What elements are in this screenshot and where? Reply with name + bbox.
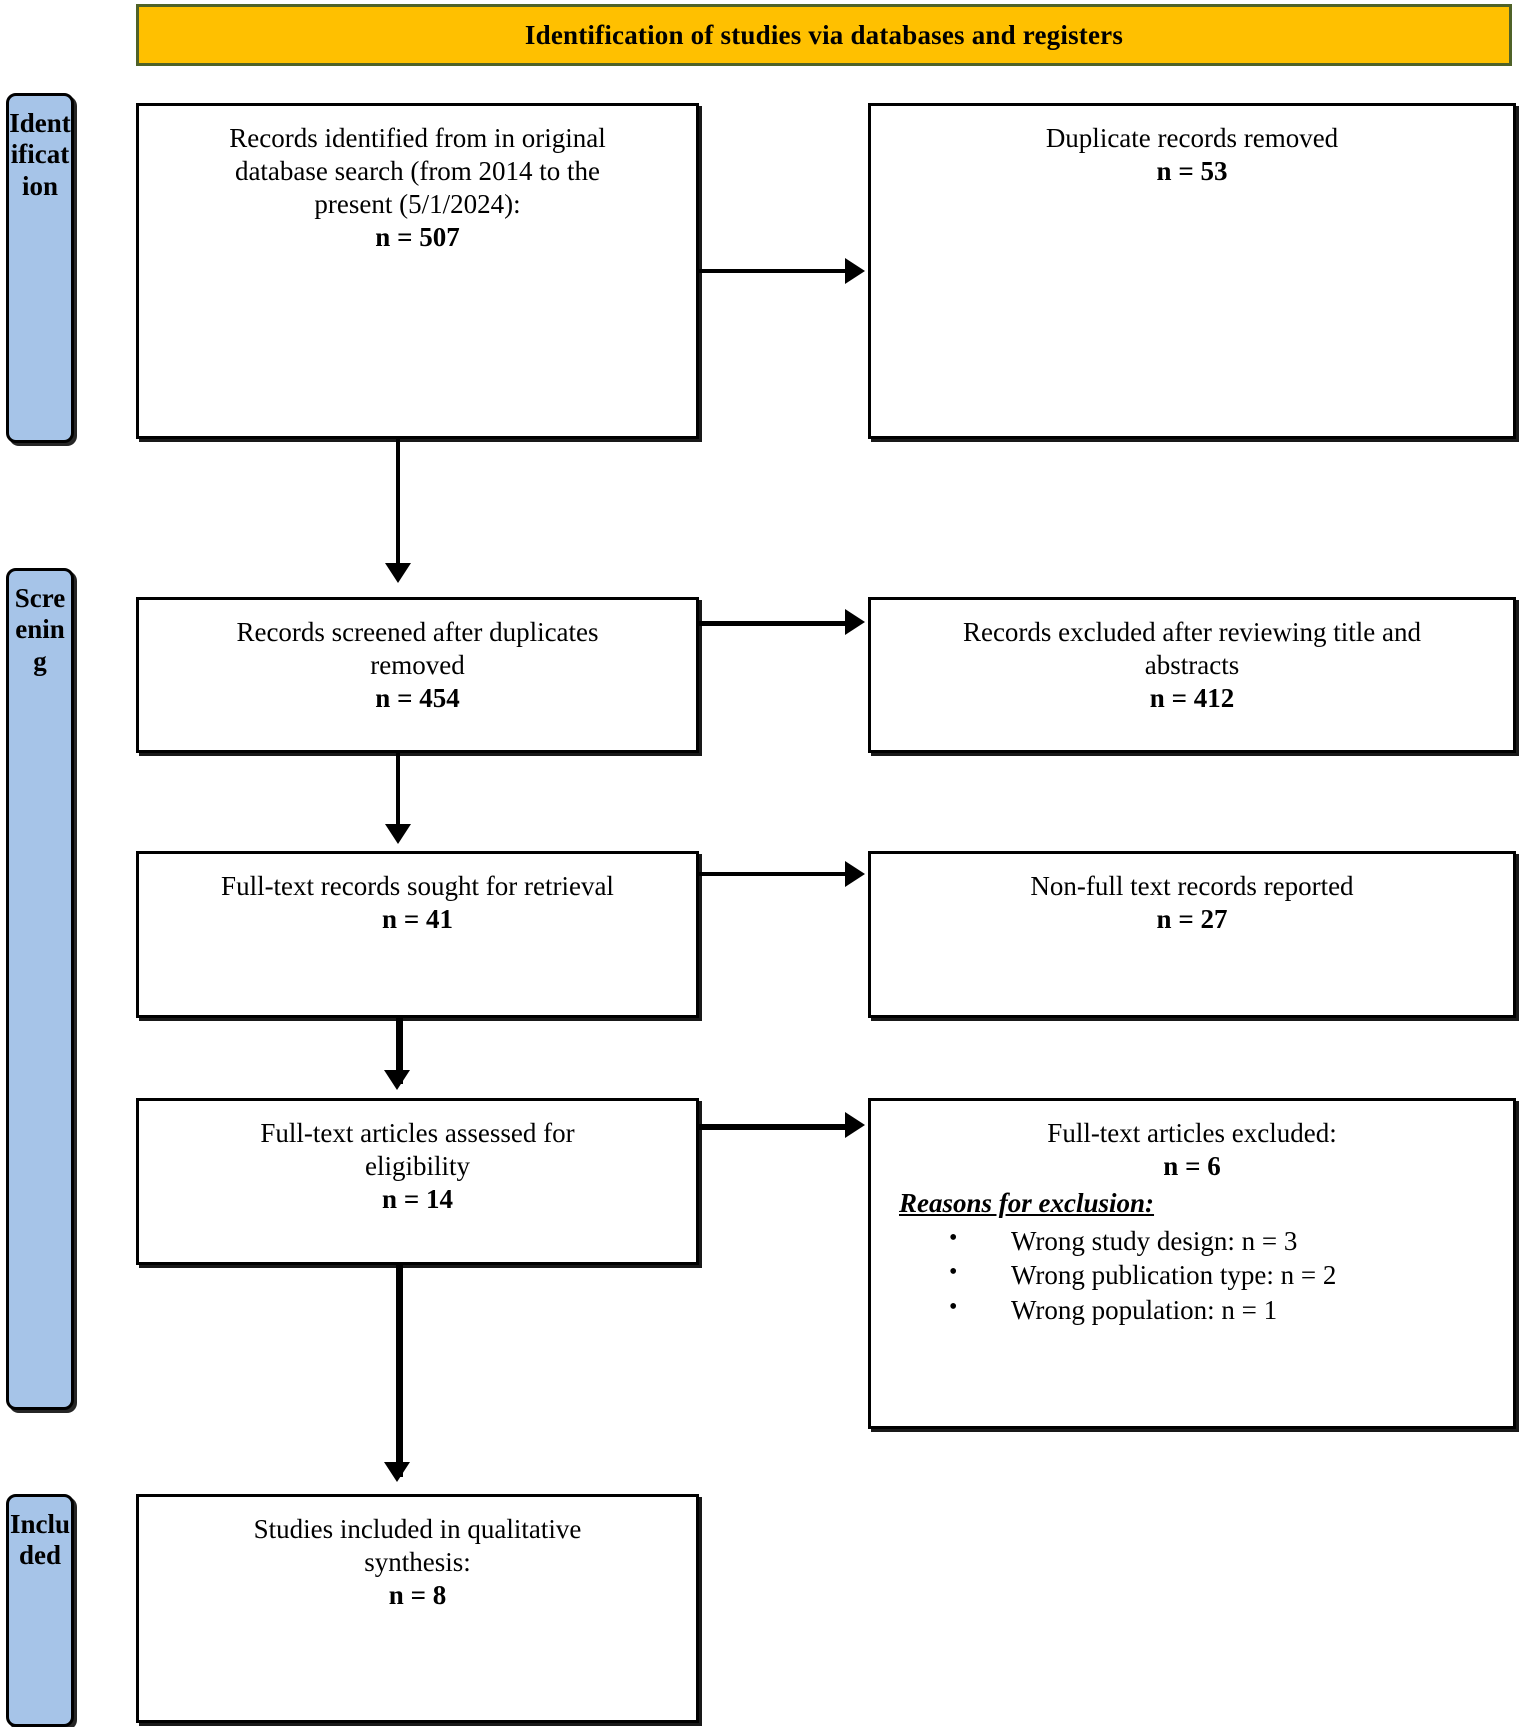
box-duplicate-records-removed-count: n = 53 — [1156, 155, 1228, 186]
box-full-text-assessed-count: n = 14 — [382, 1183, 453, 1214]
box-records-screened-body: Records screened after duplicates remove… — [139, 600, 696, 715]
box-full-text-assessed-line2: eligibility — [365, 1150, 470, 1181]
box-non-full-text-reported: Non-full text records reported n = 27 — [868, 851, 1516, 1018]
box-records-identified-line2: database search (from 2014 to the — [234, 155, 601, 186]
stage-label-screening-text: Screening — [14, 583, 66, 676]
box-records-excluded-title-abstract: Records excluded after reviewing title a… — [868, 597, 1516, 753]
box-full-text-excluded-body: Full-text articles excluded: n = 6 Reaso… — [871, 1101, 1513, 1327]
box-full-text-sought-line1: Full-text records sought for retrieval — [221, 871, 614, 901]
box-studies-included: Studies included in qualitative synthesi… — [136, 1494, 699, 1723]
arrow-down-icon — [385, 563, 411, 583]
box-full-text-excluded-count: n = 6 — [1163, 1150, 1221, 1181]
arrow-right-icon — [845, 258, 865, 284]
box-records-identified-count: n = 507 — [375, 221, 460, 252]
list-item: Wrong publication type: n = 2 — [949, 1257, 1503, 1293]
box-records-excluded-title-abstract-body: Records excluded after reviewing title a… — [871, 600, 1513, 715]
arrow-right-icon — [845, 861, 865, 887]
arrow-down-icon — [384, 1070, 410, 1090]
box-full-text-sought: Full-text records sought for retrieval n… — [136, 851, 699, 1018]
connector-sought-to-nonfull — [699, 872, 851, 876]
stage-label-included: Included — [6, 1494, 74, 1727]
box-records-screened: Records screened after duplicates remove… — [136, 597, 699, 753]
box-non-full-text-reported-count: n = 27 — [1156, 903, 1228, 934]
reasons-for-exclusion-heading: Reasons for exclusion: — [899, 1187, 1155, 1218]
box-duplicate-records-removed-body: Duplicate records removed n = 53 — [871, 106, 1513, 188]
box-full-text-assessed: Full-text articles assessed for eligibil… — [136, 1098, 699, 1265]
box-full-text-sought-body: Full-text records sought for retrieval n… — [139, 854, 696, 936]
stage-label-identification-text: Identification — [9, 108, 71, 201]
box-non-full-text-reported-line1: Non-full text records reported — [1030, 871, 1354, 901]
box-duplicate-records-removed-line1: Duplicate records removed — [1045, 123, 1339, 153]
connector-identified-to-duplicates — [699, 269, 851, 273]
box-records-excluded-title-abstract-line2: abstracts — [1144, 649, 1240, 680]
list-item: Wrong study design: n = 3 — [949, 1223, 1503, 1259]
diagram-title: Identification of studies via databases … — [524, 19, 1124, 50]
box-duplicate-records-removed: Duplicate records removed n = 53 — [868, 103, 1516, 439]
box-full-text-excluded-line1: Full-text articles excluded: — [1047, 1118, 1337, 1148]
stage-label-screening: Screening — [6, 568, 74, 1410]
box-studies-included-line1: Studies included in qualitative — [253, 1514, 582, 1544]
box-studies-included-count: n = 8 — [388, 1579, 447, 1610]
box-full-text-sought-count: n = 41 — [382, 903, 453, 934]
stage-label-included-text: Included — [9, 1509, 71, 1571]
box-records-screened-count: n = 454 — [375, 682, 460, 713]
reasons-for-exclusion-list: Wrong study design: n = 3 Wrong publicat… — [881, 1223, 1503, 1328]
box-records-excluded-title-abstract-count: n = 412 — [1149, 682, 1235, 713]
arrow-down-icon — [384, 1462, 410, 1482]
arrow-right-icon — [845, 609, 865, 635]
box-records-identified-body: Records identified from in original data… — [139, 106, 696, 254]
box-full-text-assessed-line1: Full-text articles assessed for — [260, 1118, 575, 1148]
arrow-right-icon — [845, 1112, 865, 1138]
box-non-full-text-reported-body: Non-full text records reported n = 27 — [871, 854, 1513, 936]
box-records-identified-line1: Records identified from in original — [229, 123, 606, 153]
box-studies-included-body: Studies included in qualitative synthesi… — [139, 1497, 696, 1612]
list-item: Wrong population: n = 1 — [949, 1292, 1503, 1328]
box-records-identified: Records identified from in original data… — [136, 103, 699, 439]
stage-label-identification: Identification — [6, 93, 74, 443]
connector-sought-to-assessed — [396, 1018, 403, 1084]
connector-screened-to-sought — [396, 753, 400, 833]
connector-assessed-to-included — [396, 1265, 403, 1477]
connector-screened-to-excluded — [699, 621, 851, 626]
box-records-screened-line2: removed — [370, 649, 465, 680]
box-records-excluded-title-abstract-line1: Records excluded after reviewing title a… — [962, 617, 1422, 647]
box-records-identified-line3: present (5/1/2024): — [314, 188, 521, 219]
diagram-header-banner: Identification of studies via databases … — [136, 4, 1512, 66]
box-full-text-assessed-body: Full-text articles assessed for eligibil… — [139, 1101, 696, 1216]
box-records-screened-line1: Records screened after duplicates — [236, 617, 599, 647]
connector-identified-to-screened — [396, 439, 400, 578]
box-full-text-excluded: Full-text articles excluded: n = 6 Reaso… — [868, 1098, 1516, 1429]
arrow-down-icon — [385, 824, 411, 844]
box-studies-included-line2: synthesis: — [364, 1546, 471, 1577]
connector-assessed-to-excluded — [699, 1124, 851, 1130]
